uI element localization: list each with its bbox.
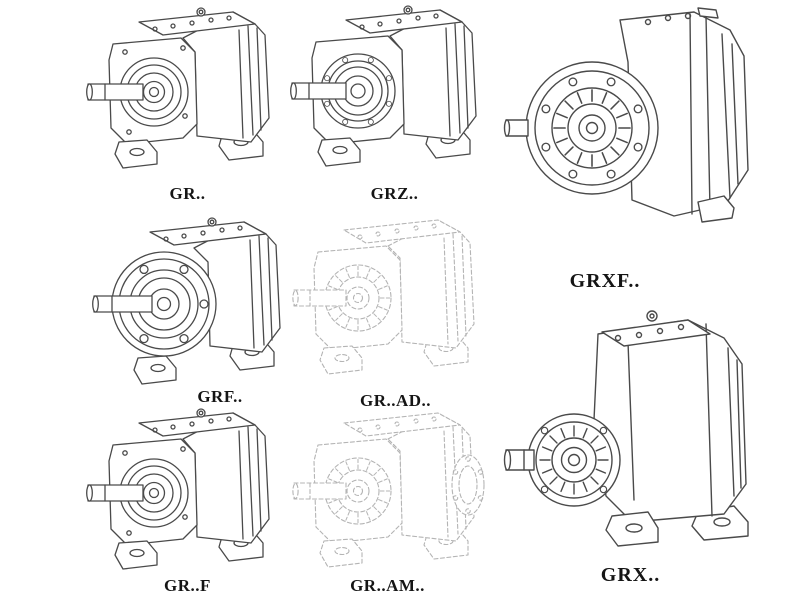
grf-gearbox-drawing	[93, 218, 280, 384]
label-grad: GR..AD..	[359, 391, 432, 410]
grz-gearbox-drawing	[291, 6, 476, 166]
label-grfoot: GR..F	[164, 576, 211, 595]
label-grx: GRX..	[600, 564, 661, 586]
label-grz: GRZ..	[370, 184, 419, 203]
grfoot-gearbox-drawing	[86, 408, 270, 570]
grxf-gearbox-drawing	[505, 8, 749, 222]
grx-gearbox-drawing	[505, 311, 749, 546]
label-gr: GR..	[169, 184, 206, 203]
motor-flange-drawing	[451, 454, 485, 516]
label-grf: GRF..	[197, 387, 243, 406]
grad-gearbox-drawing	[293, 220, 474, 374]
gram-gearbox-drawing	[293, 413, 485, 567]
gr-gearbox-drawing	[86, 7, 270, 169]
label-gram: GR..AM..	[350, 576, 425, 595]
label-grxf: GRXF..	[569, 270, 641, 292]
